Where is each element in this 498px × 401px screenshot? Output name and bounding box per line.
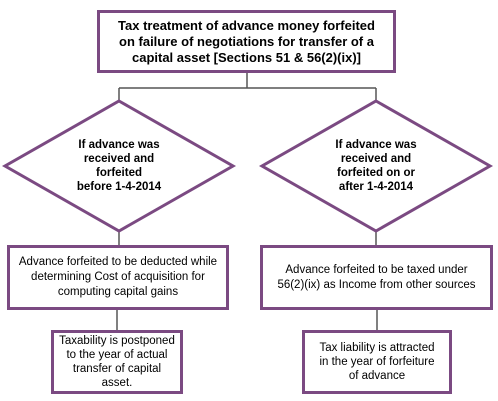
left-decision-diamond — [1, 99, 237, 233]
title-box: Tax treatment of advance money forfeited… — [97, 10, 396, 73]
right-decision-text: If advance was received and forfeited on… — [335, 139, 417, 193]
left-decision-text: If advance was received and forfeited be… — [76, 139, 162, 193]
right-decision-diamond — [258, 99, 494, 233]
right-outcome-box: Tax liability is attracted in the year o… — [302, 330, 452, 394]
right-treatment-box: Advance forfeited to be taxed under 56(2… — [260, 245, 493, 310]
left-outcome-box: Taxability is postponed to the year of a… — [51, 330, 183, 394]
left-treatment-box: Advance forfeited to be deducted while d… — [7, 245, 229, 310]
